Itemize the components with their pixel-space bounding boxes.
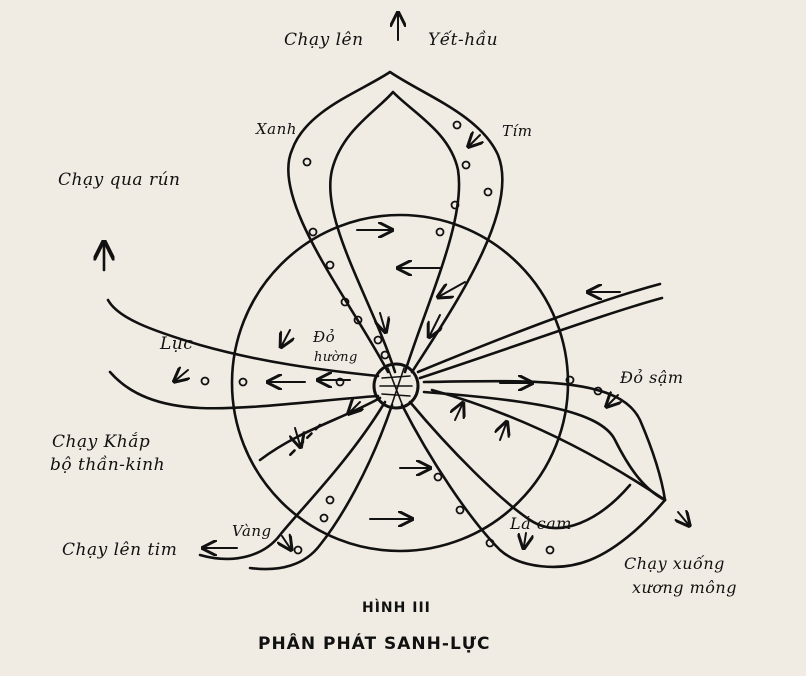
ray-right-upper [416,282,662,374]
petal-lower-left [198,400,387,561]
petal-lower-left-b [248,403,394,571]
label-luc: Lục [160,334,194,354]
hub-hatching [379,367,413,405]
label-xanh: Xanh [256,120,297,138]
label-xuong-mong: xương mông [632,578,737,597]
ray-right-low [430,388,667,502]
label-la-cam: Lá cam [510,514,572,533]
granules [200,120,603,555]
petal-lower-right-b [408,400,632,530]
label-chay-khap: Chạy Khắp [52,432,151,452]
figure-number: HÌNH III [362,600,431,616]
petal-top-inner [329,90,461,374]
label-tim: Tím [502,122,533,140]
ray-right-loop [422,379,667,502]
label-chay-len: Chạy lên [284,30,364,50]
label-chay-xuong: Chạy xuống [624,554,725,573]
label-do: Đỏ [313,328,336,346]
ray-right-loop-b [422,390,667,502]
ray-left-upper [106,298,380,378]
label-do-sam: Đỏ sậm [620,368,684,387]
label-bo-than-kinh: bộ thần-kinh [50,455,166,475]
center-hub [372,362,420,410]
label-chay-len-tim: Chạy lên tim [62,540,178,560]
label-chay-qua-run: Chạy qua rún [58,170,181,190]
label-yet-hau: Yết-hầu [428,30,499,50]
label-vang: Vàng [232,522,272,540]
figure-title: PHÂN PHÁT SANH-LỰC [258,634,491,654]
label-huong: hường [314,350,358,365]
flow-arrows [176,15,688,548]
ray-right-upper-b [418,296,664,380]
petal-lower-right [400,403,667,569]
ray-left-lower [108,370,380,410]
petal-top [286,70,504,374]
ray-left-diagonal [258,396,382,462]
